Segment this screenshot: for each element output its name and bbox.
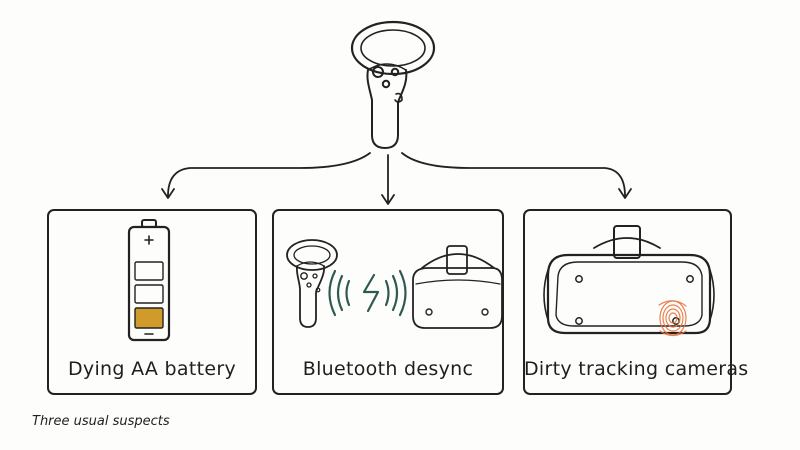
suspect-box-battery <box>47 209 257 395</box>
suspect-label-bluetooth: Bluetooth desync <box>302 358 474 380</box>
headset-cameras-icon <box>543 225 715 337</box>
broken-signal-bolt <box>362 273 380 313</box>
small-controller-icon <box>286 239 338 328</box>
bluetooth-desync-icon <box>286 239 503 329</box>
suspect-box-cameras <box>523 209 732 395</box>
diagram-caption: Three usual suspects <box>32 414 170 429</box>
tracking-camera-3 <box>575 317 583 325</box>
suspect-label-cameras: Dirty tracking cameras <box>524 358 749 380</box>
aa-battery-icon <box>127 219 171 342</box>
branch-connectors <box>161 152 632 205</box>
battery-charge-level <box>134 307 164 329</box>
signal-waves <box>328 269 407 317</box>
connector-left <box>167 152 371 197</box>
suspect-box-bluetooth <box>272 209 504 395</box>
connector-right <box>401 152 626 197</box>
fingerprint-smudge-icon <box>658 300 687 337</box>
controller-icon <box>350 20 436 149</box>
suspect-label-battery: Dying AA battery <box>67 358 236 380</box>
tracking-camera-1 <box>575 275 583 283</box>
headset-icon <box>412 245 503 329</box>
tracking-camera-2 <box>686 275 694 283</box>
